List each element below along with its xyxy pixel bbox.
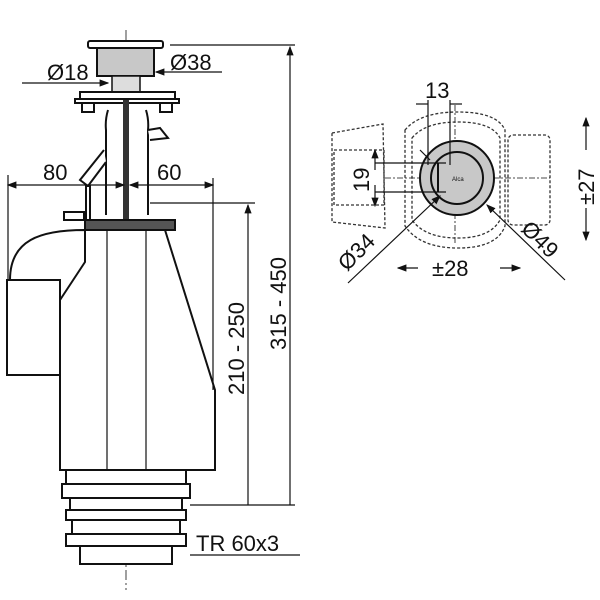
- dim-pm27: ±27: [574, 168, 599, 205]
- lever: [147, 126, 170, 141]
- thread-section: [71, 519, 181, 535]
- dim-d49: Ø49: [516, 216, 563, 263]
- dim-210-250: 210 - 250: [224, 302, 249, 395]
- dim-thread: TR 60x3: [196, 531, 279, 556]
- dim-d34: Ø34: [333, 228, 380, 275]
- push-button: [96, 47, 155, 77]
- top-view: Alca: [331, 100, 590, 284]
- float-arm: [78, 149, 107, 188]
- bottom-seal: [79, 545, 173, 565]
- dimension-lines: [6, 44, 300, 556]
- dim-19: 19: [349, 168, 374, 192]
- dim-d38: Ø38: [170, 50, 212, 75]
- inner-button-circle: [430, 151, 484, 205]
- button-cap: [87, 40, 164, 49]
- dim-pm28: ±28: [432, 256, 469, 281]
- mounting-plate: [84, 219, 176, 231]
- dim-315-450: 315 - 450: [266, 257, 291, 350]
- dim-60: 60: [157, 160, 181, 185]
- side-view: [6, 30, 216, 590]
- dim-13: 13: [425, 78, 449, 103]
- dim-d18: Ø18: [47, 60, 89, 85]
- base-ring: [65, 469, 187, 485]
- alca-logo: Alca: [452, 177, 464, 183]
- button-stem: [111, 75, 141, 93]
- dim-80: 80: [43, 160, 67, 185]
